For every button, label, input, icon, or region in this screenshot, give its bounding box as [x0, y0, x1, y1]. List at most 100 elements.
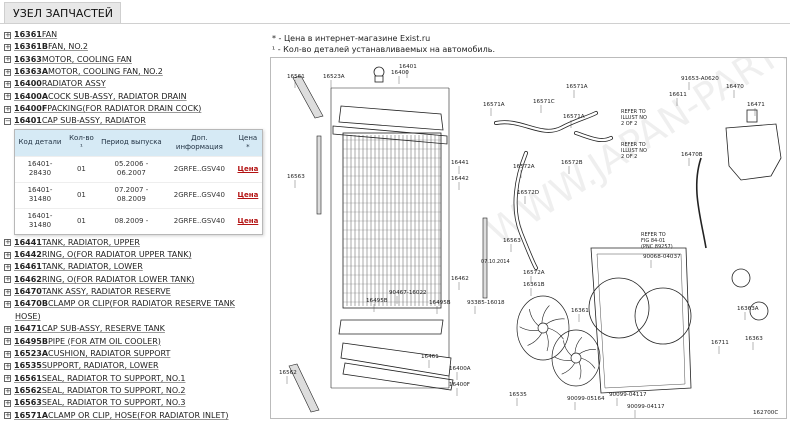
- callout-label[interactable]: 16361: [571, 308, 589, 314]
- part-code[interactable]: 16495B: [14, 336, 48, 346]
- part-name[interactable]: RADIATOR ASSY: [41, 79, 106, 89]
- part-name[interactable]: CLAMP OR CLIP, HOSE(FOR RADIATOR INLET): [48, 410, 229, 420]
- callout-label[interactable]: 16572A: [523, 270, 545, 276]
- part-code[interactable]: 16442: [14, 250, 42, 260]
- part-tree-item[interactable]: +16441 TANK, RADIATOR, UPPER: [4, 237, 260, 249]
- callout-label[interactable]: 16572B: [561, 160, 583, 166]
- part-tree-item[interactable]: +16470 TANK ASSY, RADIATOR RESERVE: [4, 286, 260, 298]
- parts-diagram[interactable]: WWW.JAPAN-PARTS.RU: [270, 57, 787, 419]
- part-tree-item[interactable]: +16563 SEAL, RADIATOR TO SUPPORT, NO.3: [4, 397, 260, 409]
- price-link[interactable]: Цена: [233, 181, 262, 209]
- part-code[interactable]: 16363: [14, 54, 42, 64]
- part-tree-item[interactable]: +16442 RING, O(FOR RADIATOR UPPER TANK): [4, 249, 260, 261]
- expand-icon[interactable]: +: [4, 43, 11, 52]
- part-name[interactable]: CUSHION, RADIATOR SUPPORT: [48, 348, 171, 358]
- part-tree-item[interactable]: +16523A CUSHION, RADIATOR SUPPORT: [4, 348, 260, 360]
- part-name[interactable]: TANK, RADIATOR, UPPER: [41, 237, 140, 247]
- callout-label[interactable]: 16535: [509, 392, 527, 398]
- part-code[interactable]: 16401: [14, 116, 42, 126]
- part-tree-item[interactable]: +16470B CLAMP OR CLIP(FOR RADIATOR RESER…: [4, 298, 260, 310]
- callout-label[interactable]: 16495B: [366, 298, 388, 304]
- part-tree-item[interactable]: +16361B FAN, NO.2: [4, 41, 260, 53]
- callout-label[interactable]: 16471: [747, 102, 765, 108]
- callout-label[interactable]: 16401: [399, 64, 417, 70]
- expand-icon[interactable]: +: [4, 337, 11, 346]
- part-name[interactable]: FAN: [41, 30, 58, 39]
- callout-label[interactable]: 16442: [451, 176, 469, 182]
- expand-icon[interactable]: +: [4, 300, 11, 309]
- part-name[interactable]: TANK ASSY, RADIATOR RESERVE: [41, 287, 171, 297]
- callout-label[interactable]: 16562: [279, 370, 297, 376]
- callout-label[interactable]: 16461: [421, 354, 439, 360]
- expand-icon[interactable]: +: [4, 30, 11, 39]
- part-tree-item[interactable]: +16400F PACKING(FOR RADIATOR DRAIN COCK): [4, 103, 260, 115]
- part-tree-item[interactable]: +16471 CAP SUB-ASSY, RESERVE TANK: [4, 323, 260, 335]
- part-tree-item[interactable]: +16363A MOTOR, COOLING FAN, NO.2: [4, 66, 260, 78]
- part-name[interactable]: CAP SUB-ASSY, RESERVE TANK: [41, 324, 165, 334]
- part-name[interactable]: MOTOR, COOLING FAN, NO.2: [48, 67, 163, 77]
- part-tree-item[interactable]: +16495B PIPE (FOR ATM OIL COOLER): [4, 336, 260, 348]
- part-name[interactable]: RING, O(FOR RADIATOR LOWER TANK): [41, 274, 195, 284]
- part-code[interactable]: 16470: [14, 287, 42, 297]
- part-code[interactable]: 16461: [14, 262, 42, 272]
- part-tree-item[interactable]: +16361 FAN: [4, 29, 260, 41]
- part-name[interactable]: PACKING(FOR RADIATOR DRAIN COCK): [47, 104, 202, 114]
- part-name[interactable]: SUPPORT, RADIATOR, LOWER: [41, 361, 159, 371]
- callout-label[interactable]: 16571A: [563, 114, 585, 120]
- page-title-tab[interactable]: УЗЕЛ ЗАПЧАСТЕЙ: [4, 2, 121, 24]
- expand-icon[interactable]: +: [4, 324, 11, 333]
- part-name[interactable]: PIPE (FOR ATM OIL COOLER): [47, 336, 161, 346]
- part-name[interactable]: TANK, RADIATOR, LOWER: [41, 262, 143, 272]
- expand-icon[interactable]: +: [4, 55, 11, 64]
- callout-label[interactable]: 16571A: [566, 84, 588, 90]
- part-code[interactable]: 16400F: [14, 104, 48, 114]
- expand-icon[interactable]: +: [4, 361, 11, 370]
- expand-icon[interactable]: +: [4, 104, 11, 113]
- callout-label[interactable]: 16363: [745, 336, 763, 342]
- part-code[interactable]: 16535: [14, 361, 42, 371]
- part-tree-item[interactable]: +16571A CLAMP OR CLIP, HOSE(FOR RADIATOR…: [4, 410, 260, 422]
- part-tree-item[interactable]: +16535 SUPPORT, RADIATOR, LOWER: [4, 360, 260, 372]
- callout-label[interactable]: 16563: [287, 174, 305, 180]
- expand-icon[interactable]: +: [4, 411, 11, 420]
- part-code[interactable]: 16561: [14, 373, 42, 383]
- callout-label[interactable]: 90099-04117: [609, 392, 647, 398]
- part-name[interactable]: CLAMP OR CLIP(FOR RADIATOR RESERVE TANK: [47, 299, 235, 309]
- expand-icon[interactable]: +: [4, 398, 11, 407]
- part-name[interactable]: SEAL, RADIATOR TO SUPPORT, NO.1: [41, 373, 186, 383]
- expand-icon[interactable]: +: [4, 67, 11, 76]
- expand-icon[interactable]: +: [4, 275, 11, 284]
- callout-label[interactable]: 16462: [451, 276, 469, 282]
- callout-label[interactable]: 93385-16018: [467, 300, 505, 306]
- callout-label[interactable]: 16361B: [523, 282, 545, 288]
- callout-label[interactable]: 16400: [391, 70, 409, 76]
- part-code[interactable]: 16441: [14, 237, 42, 247]
- part-name[interactable]: SEAL, RADIATOR TO SUPPORT, NO.2: [41, 385, 186, 395]
- callout-label[interactable]: 91653-A0620: [681, 76, 719, 82]
- part-tree-item[interactable]: +16561 SEAL, RADIATOR TO SUPPORT, NO.1: [4, 373, 260, 385]
- callout-label[interactable]: 16611: [669, 92, 687, 98]
- part-name-cont[interactable]: HOSE): [15, 311, 41, 321]
- part-code[interactable]: 16361B: [14, 42, 48, 52]
- callout-label[interactable]: 16495B: [429, 300, 451, 306]
- part-tree-item[interactable]: +16461 TANK, RADIATOR, LOWER: [4, 261, 260, 273]
- part-code[interactable]: 16563: [14, 398, 42, 408]
- expand-icon[interactable]: +: [4, 263, 11, 272]
- callout-label[interactable]: 16400F: [449, 382, 470, 388]
- price-link[interactable]: Цена: [233, 207, 262, 234]
- part-tree-item[interactable]: +16400 RADIATOR ASSY: [4, 78, 260, 90]
- callout-label[interactable]: 16571A: [483, 102, 505, 108]
- part-tree-item[interactable]: +16363 MOTOR, COOLING FAN: [4, 54, 260, 66]
- part-code[interactable]: 16562: [14, 385, 42, 395]
- part-tree-item[interactable]: +16462 RING, O(FOR RADIATOR LOWER TANK): [4, 274, 260, 286]
- callout-label[interactable]: 16561: [287, 74, 305, 80]
- callout-label[interactable]: 16711: [711, 340, 729, 346]
- expand-icon[interactable]: +: [4, 80, 11, 89]
- expand-icon[interactable]: +: [4, 92, 11, 101]
- callout-label[interactable]: 90467-16022: [389, 290, 427, 296]
- callout-label[interactable]: 16571C: [533, 99, 555, 105]
- part-code[interactable]: 16361: [14, 30, 42, 39]
- expand-icon[interactable]: +: [4, 250, 11, 259]
- callout-label[interactable]: 90099-05164: [567, 396, 605, 402]
- callout-label[interactable]: 90068-04037: [643, 254, 681, 260]
